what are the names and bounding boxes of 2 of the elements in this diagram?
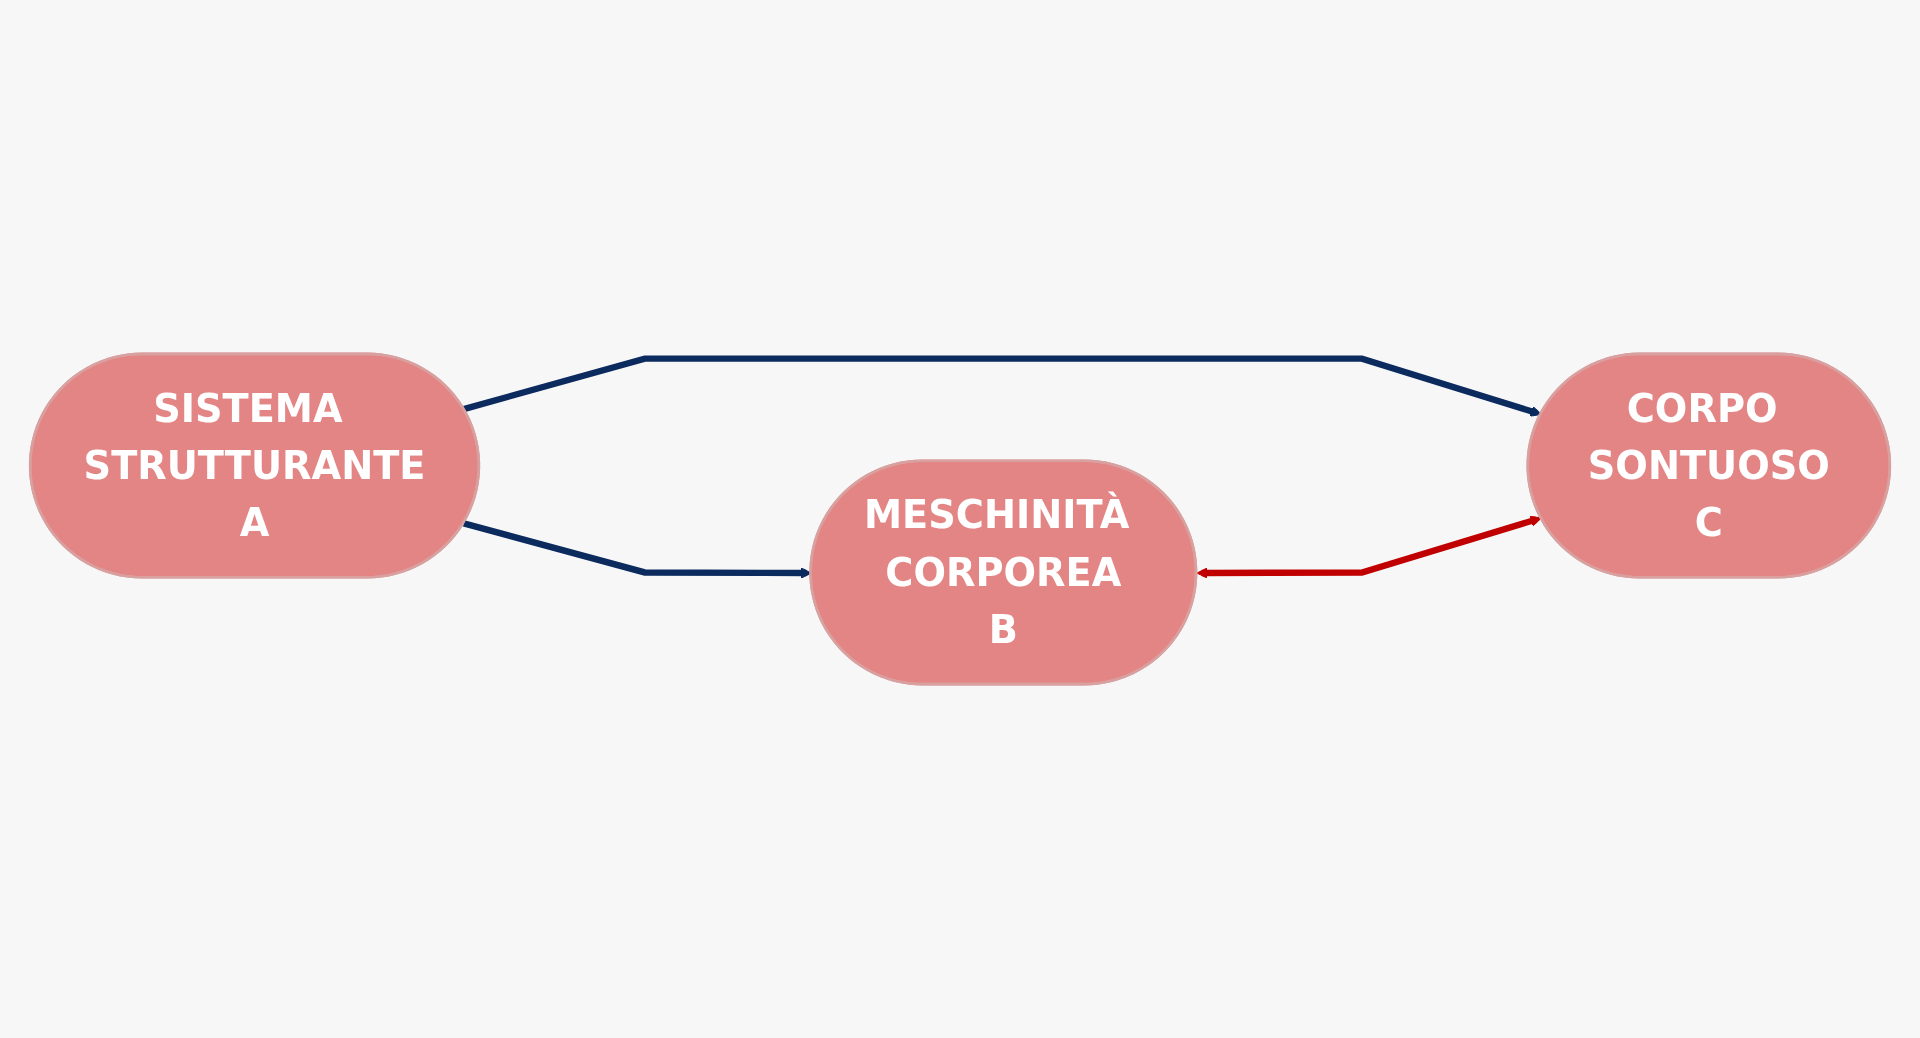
arrow	[462, 355, 1542, 417]
arrow	[1196, 515, 1542, 579]
